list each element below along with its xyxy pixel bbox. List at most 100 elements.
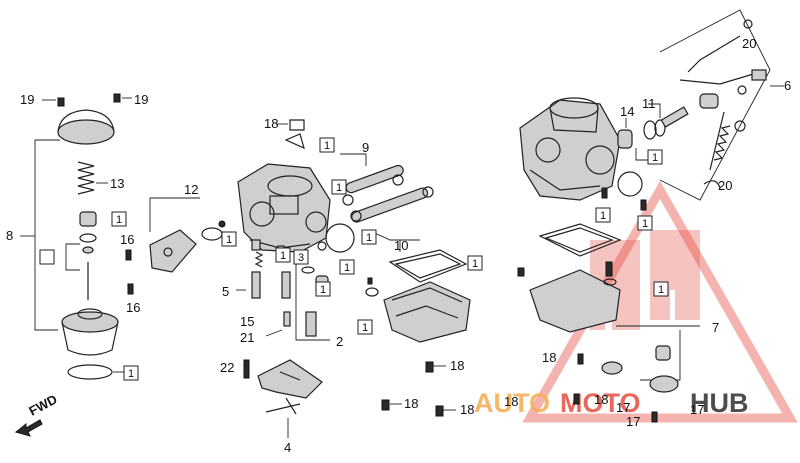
label-18c: 18	[404, 396, 418, 411]
left-assembly	[20, 93, 132, 380]
label-5: 5	[222, 284, 229, 299]
screw-18c	[435, 405, 444, 417]
label-18e: 18	[542, 350, 556, 365]
label-7: 7	[712, 320, 719, 335]
label-2: 2	[336, 334, 343, 349]
label-20a: 20	[742, 36, 756, 51]
label-16a: 16	[120, 232, 134, 247]
screw-18a	[425, 361, 434, 373]
label-18d: 18	[460, 402, 474, 417]
label-8: 8	[6, 228, 13, 243]
svg-text:1: 1	[362, 322, 368, 334]
watermark-logo: AUTO MOTO HUB	[474, 180, 798, 423]
ref-box-1: 1	[319, 137, 335, 153]
ref-box-1: 1	[315, 281, 331, 297]
label-18g: 18	[594, 392, 608, 407]
needle-holder	[79, 211, 97, 227]
ref-box-1: 1	[637, 215, 653, 231]
svg-text:1: 1	[280, 250, 286, 262]
label-19a: 19	[20, 92, 34, 107]
svg-text:1: 1	[336, 182, 342, 194]
label-18b: 18	[450, 358, 464, 373]
o-ring-small	[79, 233, 97, 243]
svg-text:1: 1	[652, 152, 658, 164]
label-17a: 17	[616, 400, 630, 415]
label-17b: 17	[690, 402, 704, 417]
label-18f: 18	[504, 394, 518, 409]
screw-19b	[113, 93, 121, 103]
part-14	[617, 129, 633, 149]
label-4: 4	[284, 440, 291, 455]
ref-box-1: 1	[123, 365, 139, 381]
float	[257, 359, 323, 438]
ref-box-1: 1	[595, 207, 611, 223]
callout-labels: 19 19 13 8 3 16 16 12 18 9 10 5 15 21 22…	[6, 36, 791, 455]
fwd-label: FWD	[26, 392, 59, 419]
label-18-top: 18	[264, 116, 278, 131]
linkage-assembly	[659, 9, 784, 201]
svg-text:1: 1	[116, 214, 122, 226]
right-carburetor-body	[519, 97, 689, 211]
svg-text:1: 1	[658, 284, 664, 296]
pump-cover	[149, 229, 197, 273]
label-16b: 16	[126, 300, 140, 315]
ref-box-1: 1	[111, 211, 127, 227]
watermark-text-hub: HUB	[690, 388, 749, 418]
svg-text:1: 1	[472, 258, 478, 270]
ref-box-1: 1	[331, 179, 347, 195]
ref-box-1: 1	[357, 319, 373, 335]
piston-ring-gasket	[67, 364, 113, 380]
svg-text:1: 1	[320, 284, 326, 296]
right-float-bowl	[517, 223, 700, 423]
ref-box-1: 1	[221, 231, 237, 247]
svg-text:1: 1	[600, 210, 606, 222]
spring-13	[77, 161, 95, 195]
label-9: 9	[362, 140, 369, 155]
ref-box-1: 1	[647, 149, 663, 165]
watermark-text-auto: AUTO	[474, 388, 550, 418]
label-21: 21	[240, 330, 254, 345]
watermark-text-moto: MOTO	[560, 388, 641, 418]
svg-text:3: 3	[298, 252, 304, 264]
ref-box-1: 1	[653, 281, 669, 297]
svg-text:1: 1	[344, 262, 350, 274]
fwd-arrow-icon	[14, 419, 43, 437]
o-ring-large	[325, 223, 355, 253]
ref-box-1: 1	[361, 229, 377, 245]
vacuum-piston	[61, 311, 119, 333]
label-19b: 19	[134, 92, 148, 107]
boxed-ref-tags: 1 1 1 1 1 3 1 1 1 1 1 1 1 1 1 1	[39, 137, 669, 381]
ref-box-3: 3	[293, 249, 309, 265]
label-15: 15	[240, 314, 254, 329]
accelerator-pump-group	[125, 197, 226, 295]
float-bowl-group	[365, 249, 471, 343]
diaphragm-cover	[57, 119, 115, 145]
svg-text:1: 1	[128, 368, 134, 380]
label-12: 12	[184, 182, 198, 197]
label-10: 10	[394, 238, 408, 253]
svg-text:1: 1	[226, 234, 232, 246]
label-13: 13	[110, 176, 124, 191]
screw-19a	[57, 97, 65, 107]
screw-18b	[381, 399, 390, 411]
ref-box-3	[39, 249, 55, 265]
jets-column	[236, 239, 291, 379]
label-22: 22	[220, 360, 234, 375]
fwd-indicator: FWD	[14, 392, 60, 437]
center-carburetor-body	[237, 119, 331, 253]
svg-text:1: 1	[642, 218, 648, 230]
float-bowl	[383, 281, 471, 343]
bottom-screws	[381, 361, 456, 417]
label-11: 11	[642, 96, 656, 111]
ref-box-1: 1	[339, 259, 355, 275]
washer	[82, 246, 94, 254]
svg-text:1: 1	[366, 232, 372, 244]
ref-box-1: 1	[467, 255, 483, 271]
label-6: 6	[784, 78, 791, 93]
svg-text:1: 1	[324, 140, 330, 152]
ref-box-1: 1	[275, 247, 291, 263]
label-14: 14	[620, 104, 634, 119]
label-17c: 17	[626, 414, 640, 429]
label-20b: 20	[718, 178, 732, 193]
